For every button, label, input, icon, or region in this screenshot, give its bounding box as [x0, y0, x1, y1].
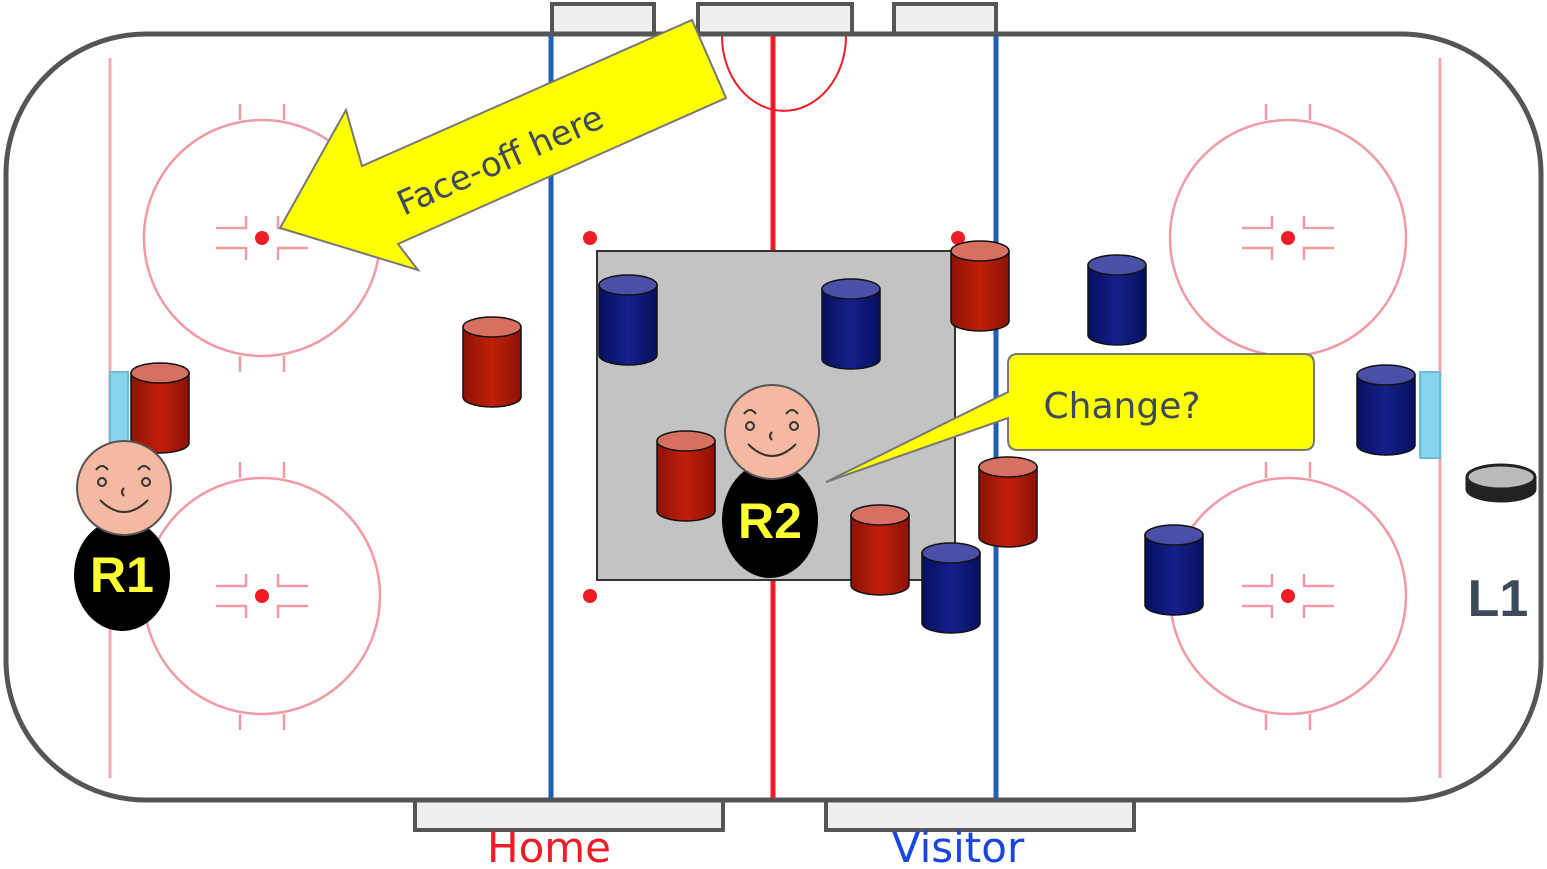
faceoff-dot [583, 589, 597, 603]
puck [1465, 463, 1537, 503]
referee-crease [721, 35, 847, 112]
faceoff-dot [255, 231, 269, 245]
faceoff-dots [255, 231, 1295, 603]
referee-r1: R1 [74, 440, 172, 631]
faceoff-dot [951, 231, 965, 245]
home-player [462, 316, 522, 408]
home-player [656, 430, 716, 522]
goal-crease-left [109, 371, 129, 449]
faceoff-dot [1281, 589, 1295, 603]
visitor-player [1144, 524, 1204, 616]
penalty-box-left [550, 2, 656, 38]
referee-r2: R2 [722, 384, 820, 578]
arrow-shape [278, 18, 728, 272]
visitor-player [1087, 254, 1147, 346]
bench-boxes [413, 2, 1136, 832]
visitor-bench-label: Visitor [892, 823, 1025, 869]
visitor-player [1356, 364, 1416, 456]
faceoff-dot [1281, 231, 1295, 245]
visitor-player [921, 542, 981, 634]
faceoff-dot [255, 589, 269, 603]
home-player [950, 240, 1010, 332]
referee-r1-label: R1 [90, 547, 154, 603]
timekeeper-box [696, 2, 854, 38]
visitor-player [821, 278, 881, 370]
home-player [850, 504, 910, 596]
callout-label: Change? [1044, 386, 1201, 427]
callout-bubble [825, 353, 1315, 483]
goal-crease-right [1419, 371, 1441, 459]
penalty-box-right [892, 2, 998, 38]
players [130, 240, 1416, 634]
change-callout: Change? [825, 353, 1315, 483]
home-player [978, 456, 1038, 548]
home-player [130, 362, 190, 454]
home-bench-label: Home [487, 823, 611, 869]
home-bench [413, 796, 725, 832]
visitor-player [598, 274, 658, 366]
referee-r2-label: R2 [738, 493, 802, 549]
faceoff-dot [583, 231, 597, 245]
linesman-l1-label: L1 [1468, 570, 1529, 628]
